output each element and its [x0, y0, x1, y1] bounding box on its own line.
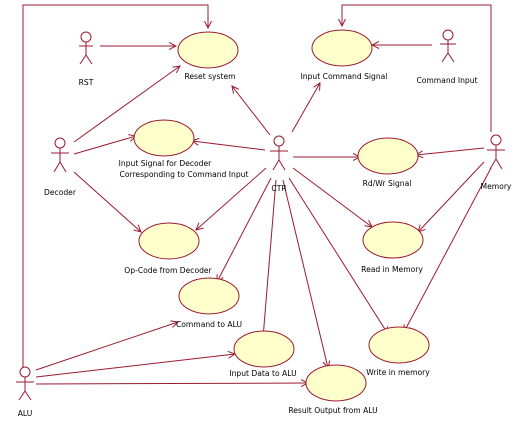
association-ctr-input-data — [263, 179, 277, 338]
association-decoder-reset — [73, 66, 180, 143]
actor-memory-label: Memory — [481, 182, 512, 191]
use-case-cmd-alu-label: Command to ALU — [176, 320, 242, 329]
association-memory-input-cmd — [342, 4, 492, 132]
use-case-result-out-ellipse — [305, 364, 367, 402]
actor-ctr-head — [273, 135, 285, 147]
actor-command-input[interactable]: Command Input — [416, 29, 478, 85]
actor-memory-head — [490, 134, 502, 146]
actor-decoder-leg-right — [59, 161, 67, 173]
association-ctr-write-mem — [288, 177, 388, 334]
association-ctr-read-mem — [292, 167, 372, 227]
actor-ctr-label: CTR — [271, 184, 287, 193]
use-case-rdwr-label: Rd/Wr Signal — [363, 179, 412, 188]
use-case-input-cmd-label: Input Command Signal — [301, 72, 388, 81]
actor-rst[interactable]: RST — [79, 31, 94, 87]
association-alu-reset — [22, 4, 208, 368]
association-memory-read-mem — [418, 161, 485, 232]
association-alu-input-data — [35, 354, 235, 378]
associations — [22, 4, 492, 384]
use-case-read-mem-ellipse — [362, 221, 424, 259]
association-alu-cmd-alu — [35, 322, 178, 371]
use-case-input-data[interactable]: Input Data to ALU — [229, 330, 297, 378]
actor-decoder-head — [54, 137, 66, 149]
association-ctr-result-out — [282, 179, 328, 368]
actor-rst-leg-right — [85, 54, 93, 65]
use-case-input-sig[interactable]: Input Signal for Decoder Corresponding t… — [119, 119, 249, 179]
association-decoder-input-sig — [73, 136, 136, 155]
use-case-cmd-alu[interactable]: Command to ALU — [176, 277, 242, 329]
association-decoder-opcode — [73, 171, 141, 232]
use-case-input-data-label: Input Data to ALU — [229, 369, 296, 378]
association-memory-rdwr — [416, 147, 485, 155]
actor-alu-leg-right — [24, 390, 32, 401]
use-case-input-cmd[interactable]: Input Command Signal — [301, 29, 388, 81]
actor-memory-leg-left — [489, 158, 497, 170]
actor-decoder[interactable]: Decoder — [44, 137, 77, 197]
actor-rst-label: RST — [79, 78, 94, 87]
actor-alu[interactable]: ALU — [16, 366, 34, 418]
association-ctr-reset — [232, 86, 271, 136]
use-case-reset-label: Reset system — [184, 72, 235, 81]
association-ctr-cmd-alu — [217, 177, 272, 282]
actor-rst-leg-left — [79, 54, 87, 65]
use-case-rdwr[interactable]: Rd/Wr Signal — [357, 137, 419, 188]
actor-ctr[interactable]: CTR — [270, 135, 288, 193]
use-case-input-sig-ellipse — [133, 119, 195, 157]
use-case-result-out-label: Result Output from ALU — [288, 406, 377, 415]
actor-memory-leg-right — [495, 158, 503, 170]
actor-command-input-label: Command Input — [416, 76, 477, 85]
use-case-input-sig-label-line1: Input Signal for Decoder — [119, 159, 213, 168]
association-ctr-input-sig — [192, 141, 266, 151]
use-case-read-mem-label: Read in Memory — [361, 265, 423, 274]
actor-command-input-head — [442, 29, 454, 41]
actor-command-input-leg-left — [441, 52, 449, 63]
use-case-opcode[interactable]: Op-Code from Decoder — [124, 222, 213, 275]
use-case-input-data-ellipse — [233, 330, 295, 368]
use-case-write-mem-label: Write in memory — [366, 368, 430, 377]
use-case-reset-ellipse — [177, 31, 239, 69]
use-case-reset[interactable]: Reset system — [177, 31, 239, 81]
use-case-read-mem[interactable]: Read in Memory — [361, 221, 424, 274]
use-case-write-mem-ellipse — [368, 326, 430, 364]
use-case-rdwr-ellipse — [357, 137, 419, 175]
use-case-write-mem[interactable]: Write in memory — [366, 326, 430, 377]
use-case-opcode-label: Op-Code from Decoder — [124, 266, 212, 275]
actor-alu-label: ALU — [18, 409, 33, 418]
use-case-input-sig-label-line2: Corresponding to Command Input — [120, 170, 249, 179]
use-case-cmd-alu-ellipse — [178, 277, 240, 315]
actor-decoder-leg-left — [53, 161, 61, 173]
actor-command-input-leg-right — [447, 52, 455, 63]
use-case-input-cmd-ellipse — [311, 29, 373, 67]
actor-alu-leg-left — [18, 390, 26, 401]
association-alu-result-out — [35, 383, 308, 384]
use-case-result-out[interactable]: Result Output from ALU — [288, 364, 378, 415]
association-ctr-input-cmd — [291, 83, 320, 133]
actor-decoder-label: Decoder — [44, 188, 77, 197]
actor-ctr-leg-right — [278, 159, 286, 171]
actor-alu-head — [19, 366, 31, 378]
actor-memory[interactable]: Memory — [481, 134, 512, 191]
use-case-opcode-ellipse — [138, 222, 200, 260]
association-memory-write-mem — [404, 167, 492, 332]
actor-rst-head — [80, 31, 92, 43]
association-ctr-opcode — [196, 167, 267, 230]
actor-ctr-leg-left — [272, 159, 280, 171]
